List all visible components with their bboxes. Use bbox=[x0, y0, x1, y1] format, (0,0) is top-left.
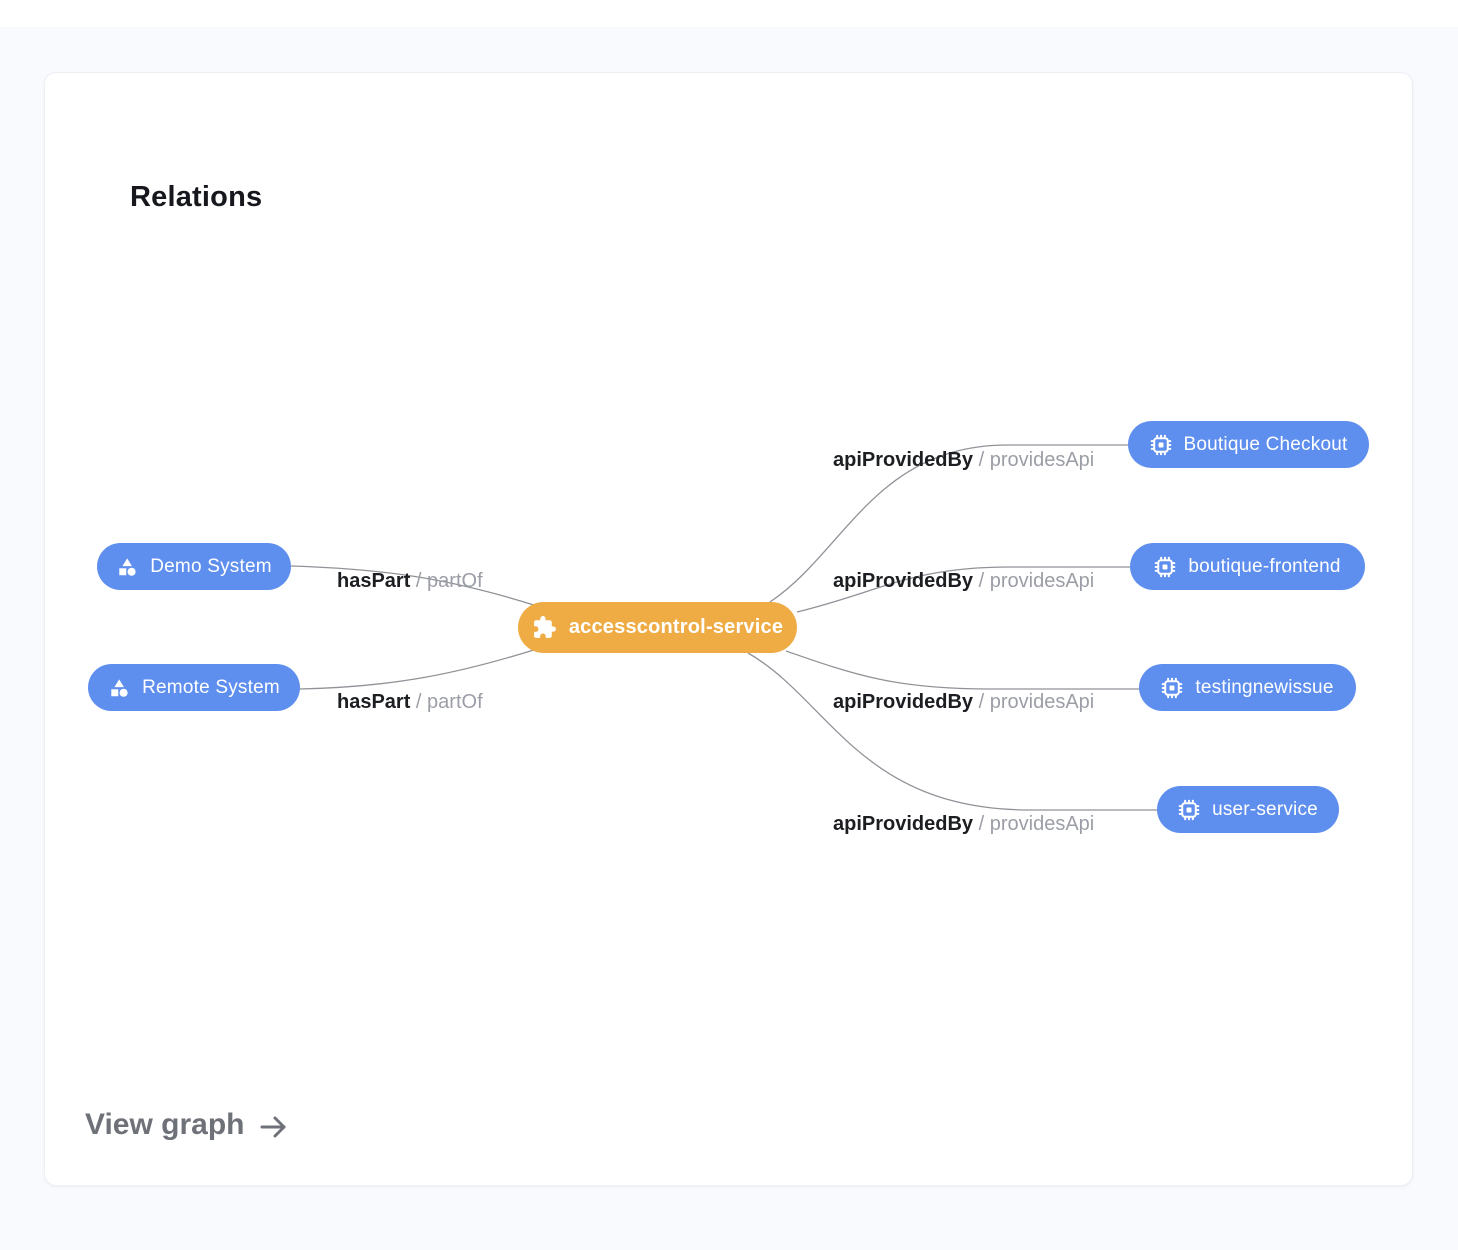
relation-label: hasPart bbox=[337, 570, 411, 592]
relation-separator: / bbox=[410, 570, 428, 592]
relation-label: apiProvidedBy bbox=[833, 570, 974, 592]
node-accesscontrol-service[interactable]: accesscontrol-service bbox=[518, 602, 797, 653]
arrow-right-icon bbox=[258, 1110, 290, 1141]
shapes-icon bbox=[116, 556, 138, 578]
node-label: user-service bbox=[1212, 798, 1318, 820]
node-remote-system[interactable]: Remote System bbox=[88, 664, 300, 711]
inverse-relation-label: partOf bbox=[427, 570, 483, 592]
edge-label: hasPart / partOf bbox=[337, 691, 483, 714]
relation-separator: / bbox=[973, 813, 990, 835]
chip-icon bbox=[1178, 799, 1200, 821]
relation-label: apiProvidedBy bbox=[833, 813, 974, 835]
node-boutique-checkout[interactable]: Boutique Checkout bbox=[1128, 421, 1369, 468]
node-label: Remote System bbox=[142, 676, 280, 698]
edge-label: apiProvidedBy / providesApi bbox=[833, 449, 1094, 472]
view-graph-link[interactable]: View graph bbox=[85, 1108, 290, 1142]
relation-label: apiProvidedBy bbox=[833, 691, 974, 713]
node-label: testingnewissue bbox=[1195, 676, 1334, 698]
inverse-relation-label: providesApi bbox=[989, 691, 1095, 713]
edge-label: apiProvidedBy / providesApi bbox=[833, 813, 1094, 836]
node-testingnewissue[interactable]: testingnewissue bbox=[1139, 664, 1356, 711]
node-label: Boutique Checkout bbox=[1183, 433, 1348, 455]
node-label: Demo System bbox=[150, 555, 272, 577]
chip-icon bbox=[1161, 677, 1183, 699]
inverse-relation-label: providesApi bbox=[989, 813, 1095, 835]
relation-label: hasPart bbox=[337, 691, 411, 713]
card-title: Relations bbox=[130, 181, 263, 213]
relation-separator: / bbox=[973, 570, 990, 592]
inverse-relation-label: partOf bbox=[427, 691, 483, 713]
relation-separator: / bbox=[973, 449, 990, 471]
edge-label: hasPart / partOf bbox=[337, 570, 483, 593]
node-boutique-frontend[interactable]: boutique-frontend bbox=[1130, 543, 1365, 590]
node-label: boutique-frontend bbox=[1188, 555, 1341, 577]
inverse-relation-label: providesApi bbox=[989, 570, 1095, 592]
relation-label: apiProvidedBy bbox=[833, 449, 974, 471]
puzzle-icon bbox=[532, 615, 557, 640]
relation-separator: / bbox=[973, 691, 990, 713]
chip-icon bbox=[1150, 434, 1172, 456]
node-demo-system[interactable]: Demo System bbox=[97, 543, 291, 590]
view-graph-label: View graph bbox=[85, 1108, 245, 1141]
chip-icon bbox=[1154, 556, 1176, 578]
node-label: accesscontrol-service bbox=[568, 616, 784, 638]
shapes-icon bbox=[108, 677, 130, 699]
relation-separator: / bbox=[410, 691, 428, 713]
node-user-service[interactable]: user-service bbox=[1157, 786, 1339, 833]
edge-label: apiProvidedBy / providesApi bbox=[833, 691, 1094, 714]
edge-label: apiProvidedBy / providesApi bbox=[833, 570, 1094, 593]
inverse-relation-label: providesApi bbox=[989, 449, 1095, 471]
